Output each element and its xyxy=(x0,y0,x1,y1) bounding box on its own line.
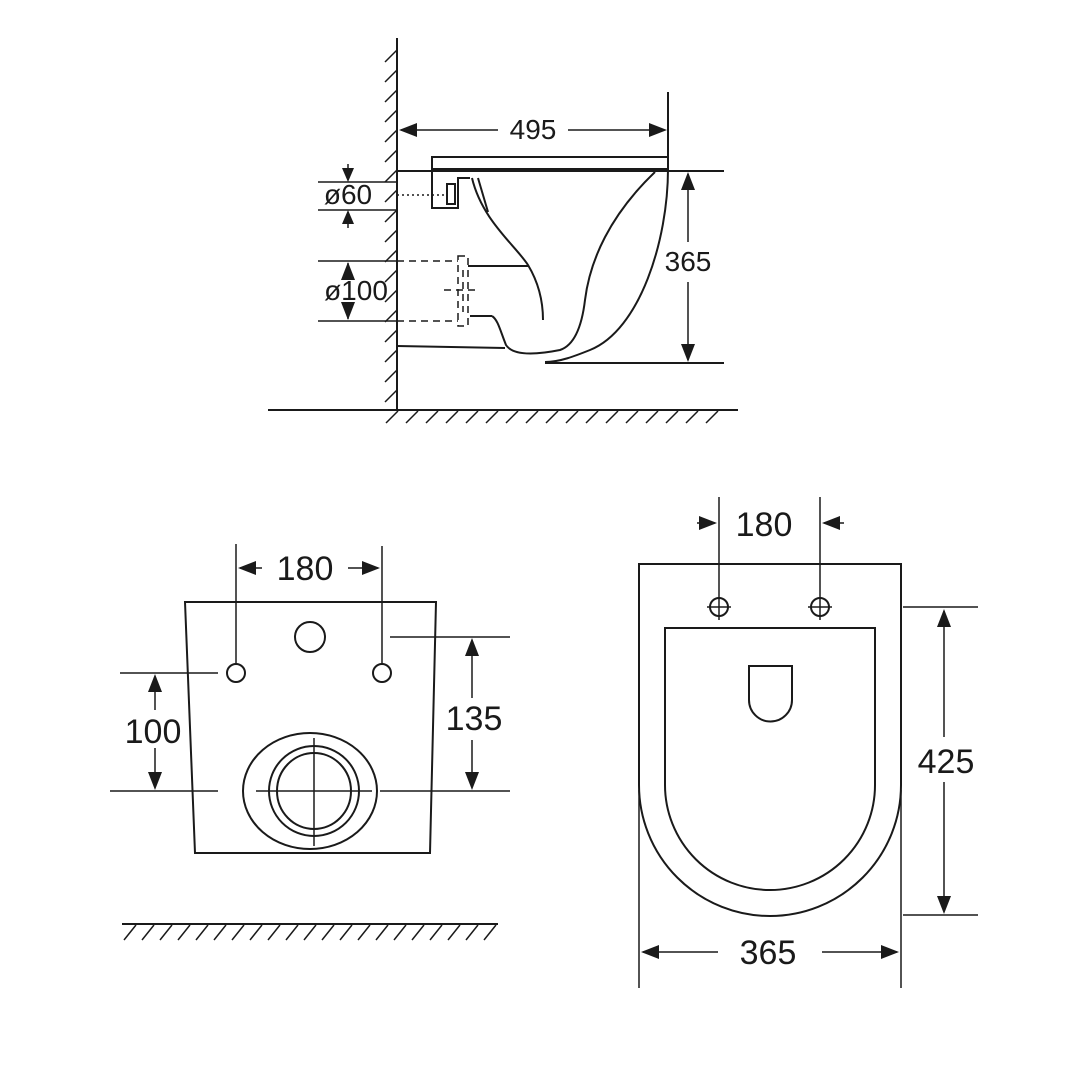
top-view: 180 425 365 xyxy=(638,497,978,988)
top-bowl-outline xyxy=(638,563,902,917)
dimension-top-bolt-spacing: 180 xyxy=(697,497,844,620)
dimension-top-length: 425 xyxy=(903,606,978,916)
dimension-inlet-diameter: ø60 xyxy=(318,164,397,228)
dimension-label-365-side: 365 xyxy=(665,246,712,277)
dimension-label-diameter-100: ø100 xyxy=(324,275,388,306)
rear-floor-hatching xyxy=(123,924,497,941)
top-bowl-inner-rim xyxy=(664,627,876,891)
waste-outlet xyxy=(242,732,378,850)
mounting-bolt-hole-right xyxy=(372,663,392,683)
dimension-label-diameter-60: ø60 xyxy=(324,179,372,210)
dimension-outlet-diameter: ø100 xyxy=(318,260,397,322)
dimension-height-365: 365 xyxy=(665,172,712,362)
floor-hatching xyxy=(385,410,719,424)
dimension-rear-bolt-spacing: 180 xyxy=(235,544,383,664)
dimension-label-425: 425 xyxy=(918,743,975,781)
dimension-label-365-top: 365 xyxy=(740,934,797,972)
rear-body-outline xyxy=(183,601,438,854)
drain-opening xyxy=(748,665,793,723)
dimension-label-180-top: 180 xyxy=(736,506,793,544)
dimension-top-width: 365 xyxy=(638,790,902,988)
dimension-rear-100: 100 xyxy=(110,672,218,792)
dimension-label-100-rear: 100 xyxy=(125,713,182,751)
toilet-side-profile xyxy=(396,92,724,364)
dimension-label-495: 495 xyxy=(510,114,557,145)
side-view: 495 365 ø60 ø100 xyxy=(268,38,738,424)
dimension-label-180-rear: 180 xyxy=(277,550,334,588)
water-inlet-hole xyxy=(294,621,326,653)
mounting-bolt-hole-left xyxy=(226,663,246,683)
dimension-rear-135: 135 xyxy=(380,636,510,792)
dimension-label-135: 135 xyxy=(446,700,503,738)
wall-hatching xyxy=(384,49,398,403)
dimension-width-495: 495 xyxy=(399,114,667,145)
rear-view: 180 100 135 xyxy=(110,544,510,941)
